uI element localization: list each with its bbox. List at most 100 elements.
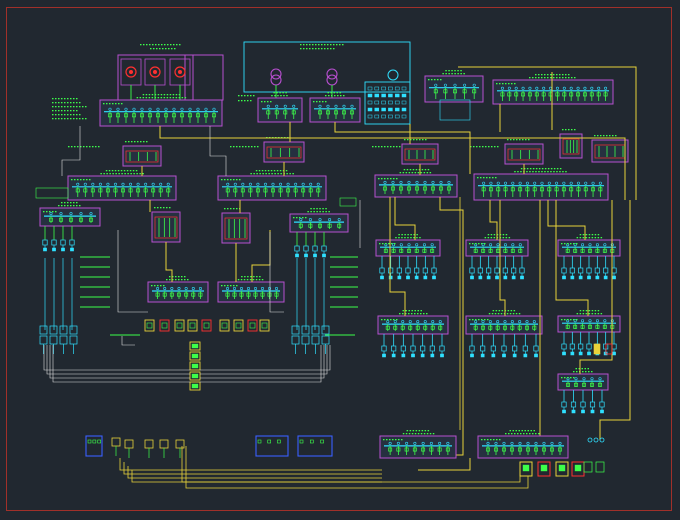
text-glyph <box>76 205 78 207</box>
text-glyph <box>523 168 526 170</box>
load-symbol-icon <box>491 353 496 358</box>
breaker-symbol-icon <box>445 447 450 452</box>
load-symbol-icon <box>512 345 518 352</box>
text-glyph <box>432 433 435 435</box>
feeder-group-box <box>439 99 471 121</box>
text-glyph <box>313 208 315 210</box>
meter-symbol-icon <box>405 441 409 445</box>
meter-symbol-icon <box>226 182 230 186</box>
text-glyph <box>493 237 496 239</box>
text-glyph <box>127 173 129 175</box>
text-glyph <box>407 237 409 239</box>
control-cabinet <box>85 435 103 457</box>
breaker-symbol-icon <box>391 186 395 191</box>
breaker-symbol-icon <box>518 187 523 192</box>
panel-text <box>561 319 578 321</box>
text-glyph <box>70 110 72 112</box>
text-glyph <box>401 439 403 441</box>
label-text <box>372 146 401 148</box>
text-glyph <box>485 146 487 148</box>
text-glyph <box>58 205 60 207</box>
text-glyph <box>612 135 614 137</box>
trunk-cable <box>599 200 631 440</box>
text-glyph <box>515 430 517 432</box>
meter-symbol-icon <box>604 86 608 90</box>
text-glyph <box>582 237 585 239</box>
meter-symbol-icon <box>438 441 442 445</box>
text-glyph <box>372 146 374 148</box>
load-symbol-icon <box>191 383 199 389</box>
load-symbol-icon <box>414 275 419 280</box>
load-symbol-icon <box>570 401 577 408</box>
breaker-symbol-icon <box>155 292 160 297</box>
text-glyph <box>418 430 421 432</box>
text-glyph <box>316 208 318 210</box>
load-symbol-icon <box>511 267 517 274</box>
text-glyph <box>172 97 175 99</box>
text-glyph <box>481 319 483 321</box>
meter-symbol-icon <box>511 181 515 185</box>
meter-symbol-icon <box>526 441 530 445</box>
panel-title-text <box>579 310 600 312</box>
text-glyph <box>437 79 439 81</box>
panel-border <box>263 141 305 163</box>
breaker-symbol-icon <box>248 188 253 193</box>
breaker-symbol-icon <box>212 113 216 118</box>
text-glyph <box>58 114 60 116</box>
panel-border <box>99 99 223 127</box>
control-line <box>61 126 81 176</box>
text-glyph <box>230 146 232 148</box>
load-symbol-icon <box>60 239 66 246</box>
meter-symbol-icon <box>503 243 507 247</box>
text-glyph <box>565 129 567 131</box>
breaker-symbol-icon <box>143 188 148 193</box>
text-glyph <box>523 433 525 435</box>
text-glyph <box>154 285 156 287</box>
text-glyph <box>421 169 424 171</box>
text-glyph <box>264 170 267 172</box>
text-glyph <box>506 313 509 315</box>
meter-symbol-icon <box>573 319 577 323</box>
breaker-symbol-icon <box>105 188 110 193</box>
text-glyph <box>411 172 414 174</box>
load-symbol-icon <box>603 275 608 280</box>
text-glyph <box>73 118 75 120</box>
breaker-symbol-icon <box>500 92 505 97</box>
text-glyph <box>163 94 166 96</box>
text-glyph <box>286 173 288 175</box>
breaker-symbol-icon <box>565 324 570 329</box>
meter-symbol-icon <box>429 441 433 445</box>
text-glyph <box>423 172 426 174</box>
text-glyph <box>98 146 100 148</box>
text-glyph <box>541 168 544 170</box>
text-glyph <box>250 95 252 97</box>
control-cabinet <box>255 435 289 457</box>
breaker-symbol-icon <box>525 187 530 192</box>
text-glyph <box>52 118 54 120</box>
text-glyph <box>409 430 412 432</box>
meter-symbol-icon <box>422 243 426 247</box>
control-line <box>200 345 325 379</box>
load-symbol-icon <box>519 461 533 477</box>
text-glyph <box>402 433 405 435</box>
text-glyph <box>161 44 163 46</box>
text-glyph <box>289 173 291 175</box>
label-box <box>35 187 69 199</box>
panel-border <box>377 315 449 335</box>
text-glyph <box>64 98 66 100</box>
text-glyph <box>483 177 485 179</box>
load-symbol-icon <box>59 335 68 345</box>
text-glyph <box>445 70 447 72</box>
generator-symbol-icon <box>129 70 133 74</box>
text-glyph <box>399 313 401 315</box>
breaker-symbol-icon <box>113 188 118 193</box>
text-glyph <box>426 313 428 315</box>
meter-symbol-icon <box>248 182 252 186</box>
load-symbol-icon <box>70 247 74 252</box>
text-glyph <box>271 95 273 97</box>
breaker-symbol-icon <box>79 217 83 222</box>
breaker-symbol-icon <box>433 89 438 94</box>
text-glyph <box>416 234 418 236</box>
text-glyph <box>520 433 522 435</box>
